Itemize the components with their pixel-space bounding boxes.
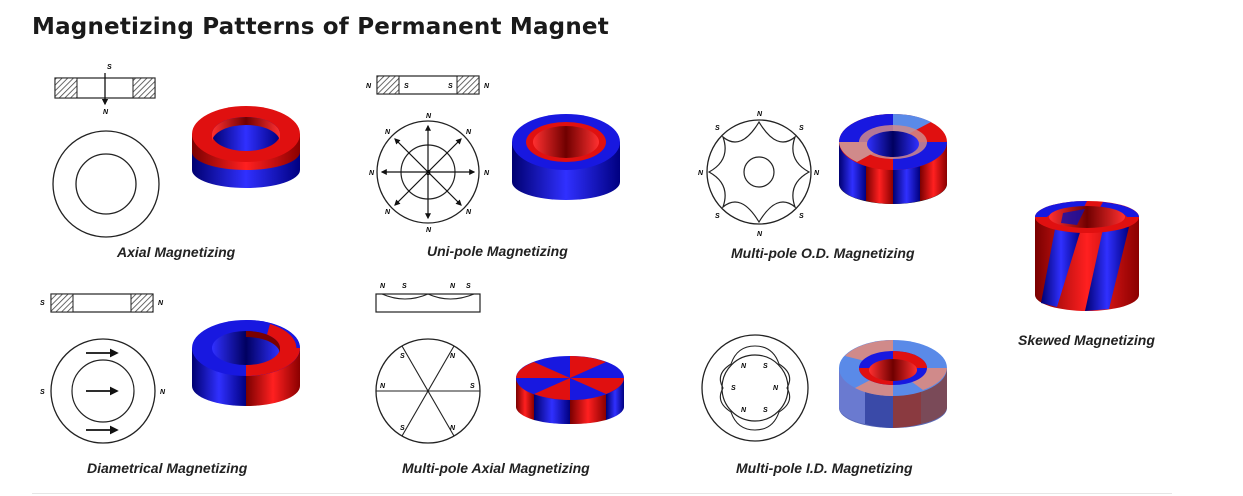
unipole-drawing: N S S N N N N N N N N N S [366, 75, 620, 234]
south-pole-label: S [715, 213, 720, 220]
north-pole-label: N [450, 425, 456, 432]
north-pole-label: N [484, 83, 490, 90]
unipole-diagram: N S S N N N N N N N N N S [360, 60, 650, 270]
axial-s-label: S [107, 64, 112, 71]
multipole-od-drawing: N N N N S S S S [698, 111, 947, 238]
multipole-od-diagram: N N N N S S S S Multi-pole O.D. Magnetiz… [695, 60, 975, 270]
multipole-axial-diagram: N S N S S N N S S N Multi-po [370, 278, 660, 483]
north-pole-label: N [450, 353, 456, 360]
north-pole-label: N [385, 209, 391, 216]
caption-unipole: Uni-pole Magnetizing [427, 243, 568, 259]
caption-skewed: Skewed Magnetizing [1018, 332, 1155, 348]
south-pole-label: S [402, 283, 407, 290]
south-pole-label: S [40, 389, 45, 396]
north-pole-label: N [466, 209, 472, 216]
diametrical-drawing: S N S N [40, 293, 300, 444]
south-pole-label: S [400, 353, 405, 360]
caption-diametrical: Diametrical Magnetizing [87, 460, 248, 476]
north-pole-label: N [757, 111, 763, 118]
north-pole-label: N [741, 407, 747, 414]
axial-diagram: S N Axial Magnetizing [40, 60, 310, 270]
south-pole-label: S [799, 213, 804, 220]
south-pole-label: S [470, 383, 475, 390]
page-title: Magnetizing Patterns of Permanent Magnet [32, 14, 609, 40]
north-pole-label: N [380, 383, 386, 390]
north-pole-label: N [426, 227, 432, 234]
south-pole-label: S [715, 125, 720, 132]
north-pole-label: N [773, 385, 779, 392]
axial-drawing: S N [52, 64, 300, 238]
north-pole-label: N [484, 170, 490, 177]
multipole-axial-ring [515, 356, 625, 425]
unipole-ring [512, 114, 620, 200]
south-pole-label: S [400, 425, 405, 432]
multipole-id-drawing: N S S N N S [701, 334, 947, 442]
south-pole-label: S [40, 300, 45, 307]
caption-axial: Axial Magnetizing [117, 244, 236, 260]
south-pole-label: S [404, 83, 409, 90]
north-pole-label: N [158, 300, 164, 307]
north-pole-label: N [741, 363, 747, 370]
skewed-ring [1035, 201, 1139, 311]
north-pole-label: N [757, 231, 763, 238]
north-pole-label: N [385, 129, 391, 136]
axial-n-label: N [103, 109, 109, 116]
south-pole-label: S [763, 363, 768, 370]
north-pole-label: N [160, 389, 166, 396]
south-pole-label: S [448, 83, 453, 90]
north-pole-label: N [814, 170, 820, 177]
multipole-axial-drawing: N S N S S N N S S N [375, 283, 625, 444]
multipole-id-diagram: N S S N N S Multi-pole I.D. Magnetizing [695, 282, 975, 482]
skewed-diagram: Skewed Magnetizing [1010, 195, 1180, 355]
south-pole-label: S [466, 283, 471, 290]
caption-multipole-id: Multi-pole I.D. Magnetizing [736, 460, 913, 476]
south-pole-label: S [731, 385, 736, 392]
north-pole-label: N [450, 283, 456, 290]
north-pole-label: N [426, 113, 432, 120]
south-pole-label: S [426, 170, 431, 177]
north-pole-label: N [380, 283, 386, 290]
skewed-drawing [1035, 201, 1139, 311]
north-pole-label: N [366, 83, 372, 90]
north-pole-label: N [466, 129, 472, 136]
diametrical-diagram: S N S N Diametrical Magnetizing [40, 282, 320, 482]
multipole-id-ring [839, 340, 947, 428]
south-pole-label: S [799, 125, 804, 132]
caption-multipole-axial: Multi-pole Axial Magnetizing [402, 460, 590, 476]
bottom-divider [32, 493, 1172, 494]
multipole-od-ring [838, 113, 947, 204]
north-pole-label: N [698, 170, 704, 177]
south-pole-label: S [763, 407, 768, 414]
diametrical-ring [192, 320, 300, 406]
caption-multipole-od: Multi-pole O.D. Magnetizing [731, 245, 915, 261]
north-pole-label: N [369, 170, 375, 177]
axial-ring [192, 106, 300, 188]
